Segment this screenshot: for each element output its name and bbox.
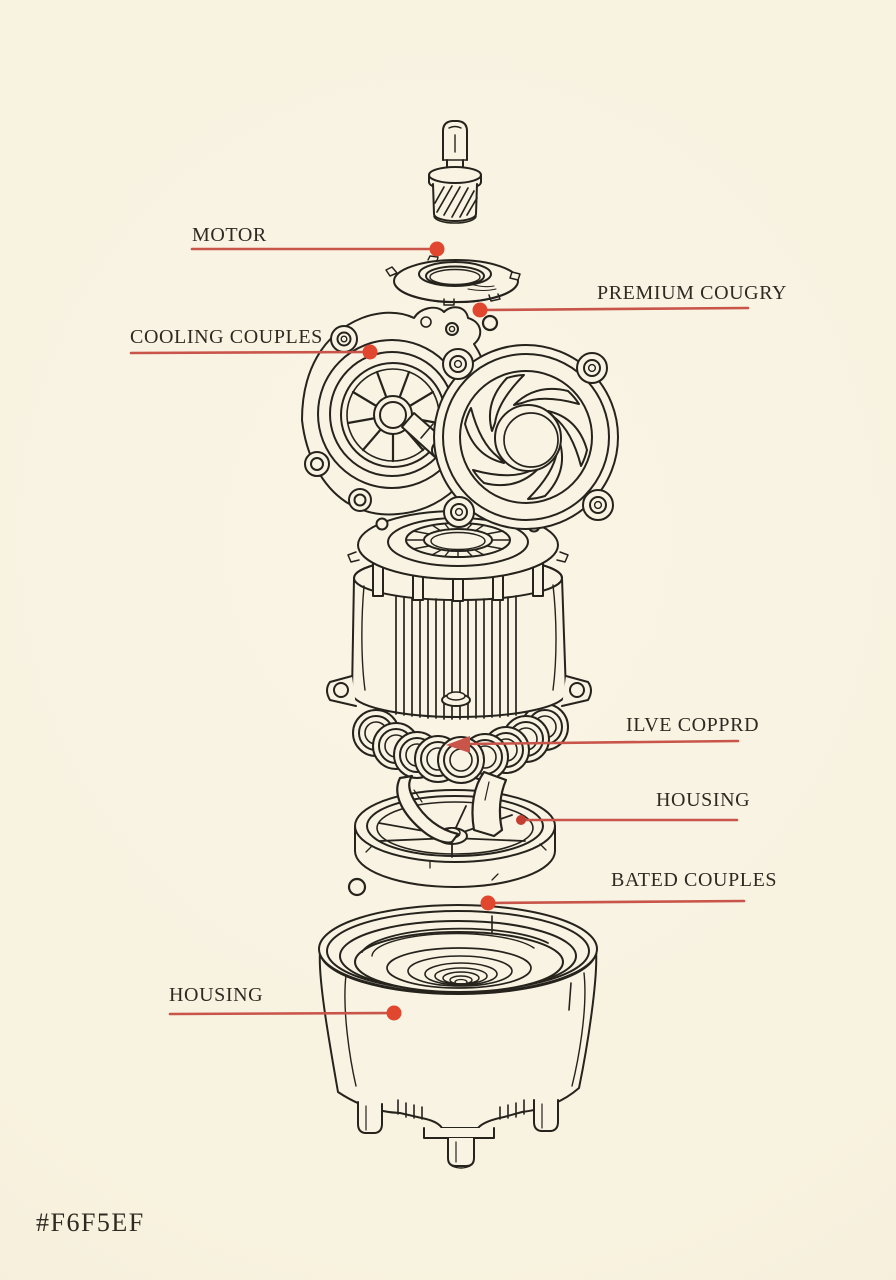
shaft-pinion-part [428,120,482,224]
leader-motor [190,241,445,257]
base-housing-part [318,904,598,1169]
label-ilve-copprd: ILVE COPPRD [626,714,760,736]
screw-circle-bottom [347,877,367,897]
background-hex-caption: #F6F5EF [36,1208,145,1237]
fan-part [433,344,619,530]
bearing-flange-part [385,255,521,306]
leader-lines [129,241,750,1021]
label-housing-left: HOUSING [169,984,264,1006]
impeller-part [354,770,556,888]
label-cooling-couples: COOLING COUPLES [130,326,323,348]
leader-cooling-couples [129,344,378,360]
leader-ilve-copprd [446,736,740,753]
screw-circle-top [481,314,499,332]
leader-premium-cougry [472,302,750,318]
leader-bated-couples [480,895,746,911]
leader-housing-left [168,1005,402,1021]
label-bated-couples: BATED COUPLES [611,869,778,891]
label-motor: MOTOR [192,224,267,246]
label-housing-right: HOUSING [656,789,751,811]
leader-housing-right [516,815,739,825]
stator-part [326,510,592,720]
label-premium-cougry: PREMIUM COUGRY [597,282,788,304]
